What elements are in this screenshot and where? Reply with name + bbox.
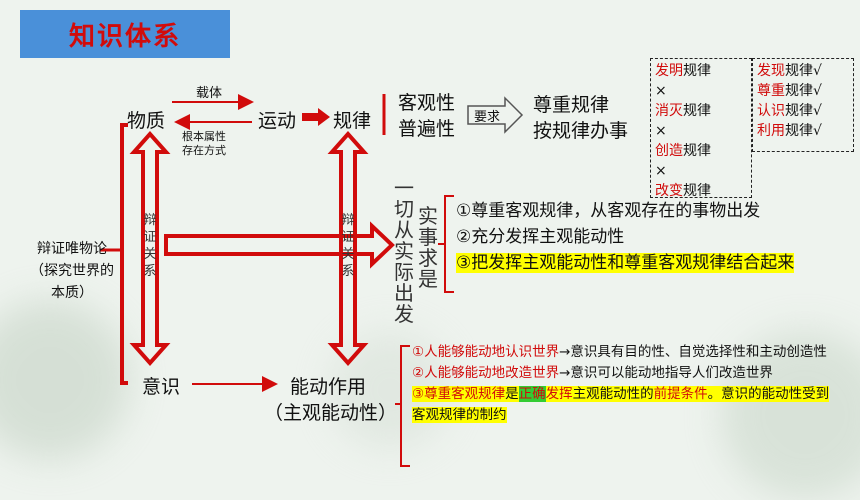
rule-noun: 规律: [683, 63, 711, 79]
rule-row: ×: [655, 121, 747, 141]
label-attribute-2: 存在方式: [182, 144, 226, 157]
rule-row: 消灭规律: [655, 101, 747, 121]
node-motion: 运动: [258, 110, 297, 132]
allowed-rules-box: 发现规律√尊重规律√认识规律√利用规律√: [752, 58, 854, 152]
practice-point: ①尊重客观规律，从客观存在的事物出发: [456, 201, 761, 221]
consciousness-point: ②人能够能动地改造世界→意识可以能动地指导人们改造世界: [412, 363, 837, 384]
point-key: 正确: [518, 386, 546, 402]
rule-noun: 规律√: [785, 103, 822, 119]
rule-row: 利用规律√: [757, 121, 849, 141]
rule-verb: 发现: [757, 63, 785, 79]
rule-row: ×: [655, 161, 747, 181]
node-act-by-law: 按规律办事: [533, 120, 629, 142]
node-consciousness: 意识: [142, 376, 181, 398]
consciousness-point: ①人能够能动地认识世界→意识具有目的性、自觉选择性和主动创造性: [412, 342, 837, 363]
node-matter: 物质: [127, 110, 166, 132]
label-relation-mid: 辩证关系: [341, 213, 355, 279]
point-detail: →意识可以能动地指导人们改造世界: [559, 365, 773, 381]
rule-verb: 尊重: [757, 83, 785, 99]
label-attribute-1: 根本属性: [182, 130, 226, 143]
matter-consciousness-arrow: [129, 130, 171, 367]
point-detail: →意识具有目的性、自觉选择性和主动创造性: [559, 344, 827, 360]
relation-practice-arrow: [164, 221, 395, 269]
dialectic-bracket: [120, 123, 128, 385]
point-key: ③尊重客观规律: [412, 386, 506, 402]
motion-law-arrow: [302, 108, 330, 126]
rule-row: 尊重规律√: [757, 81, 849, 101]
requires-arrow: [467, 96, 524, 134]
rule-noun: 规律: [683, 103, 711, 119]
node-law: 规律: [333, 110, 372, 132]
rule-verb: 改变: [655, 183, 683, 199]
rule-noun: 规律: [683, 183, 711, 199]
point-detail: 主观能动性的: [572, 386, 654, 402]
node-respect-law: 尊重规律: [533, 94, 610, 116]
rule-verb: 认识: [757, 103, 785, 119]
node-universal: 普遍性: [398, 118, 456, 140]
consciousness-points: ①人能够能动地认识世界→意识具有目的性、自觉选择性和主动创造性 ②人能够能动地改…: [412, 342, 837, 426]
diagram-connectors: [100, 94, 524, 467]
rule-row: ×: [655, 81, 747, 101]
point-detail: 是: [505, 386, 519, 402]
consciousness-point: ③尊重客观规律是正确发挥主观能动性的前提条件。意识的能动性受到客观规律的制约: [412, 384, 837, 426]
point-key: 发挥: [545, 386, 573, 402]
background-stain: [720, 330, 860, 500]
rule-row: 创造规律: [655, 141, 747, 161]
node-dialectic-materialism: 辩证唯物论 （探究世界的 本质）: [20, 238, 124, 304]
rule-row: 发现规律√: [757, 61, 849, 81]
point-detail: 。意识的能动性受到客观规律的制约: [412, 386, 830, 423]
rule-noun: ×: [655, 163, 667, 179]
point-key: ②人能够能动地改造世界: [412, 365, 560, 381]
rule-verb: 发明: [655, 63, 683, 79]
rule-row: 发明规律: [655, 61, 747, 81]
point-key: 前提条件: [653, 386, 708, 402]
forbidden-rules-box: 发明规律×消灭规律×创造规律×改变规律: [650, 58, 752, 201]
rule-noun: 规律√: [785, 63, 822, 79]
dialectic-line: 本质）: [51, 285, 93, 301]
page-title: 知识体系: [20, 10, 230, 58]
rule-row: 改变规律: [655, 181, 747, 201]
rule-verb: 消灭: [655, 103, 683, 119]
practice-point: ②充分发挥主观能动性: [456, 227, 625, 247]
rule-row: 认识规律√: [757, 101, 849, 121]
rule-noun: ×: [655, 83, 667, 99]
rule-noun: 规律√: [785, 83, 822, 99]
label-carrier: 载体: [196, 86, 223, 101]
practice-bracket: [444, 195, 454, 293]
label-seek-truth: 实事求是: [418, 204, 438, 291]
rule-noun: 规律√: [785, 123, 822, 139]
background-stain: [0, 300, 130, 460]
dialectic-line: 辩证唯物论: [37, 241, 107, 257]
practice-point: ③把发挥主观能动性和尊重客观规律结合起来: [456, 250, 848, 276]
practice-points: ①尊重客观规律，从客观存在的事物出发 ②充分发挥主观能动性 ③把发挥主观能动性和…: [456, 198, 848, 276]
label-proceed: 一切从实际出发: [394, 176, 414, 326]
rule-verb: 创造: [655, 143, 683, 159]
point-key: ①人能够能动地认识世界: [412, 344, 560, 360]
rule-noun: ×: [655, 123, 667, 139]
node-objective: 客观性: [398, 92, 456, 114]
node-agency: 能动作用: [290, 376, 367, 398]
practice-point-highlight: ③把发挥主观能动性和尊重客观规律结合起来: [456, 253, 795, 273]
label-requires: 要求: [474, 110, 501, 125]
rule-noun: 规律: [683, 143, 711, 159]
law-agency-arrow: [327, 130, 369, 367]
consciousness-bracket: [400, 345, 410, 467]
rule-verb: 利用: [757, 123, 785, 139]
label-relation-left: 辩证关系: [143, 213, 157, 279]
node-agency-sub: （主观能动性）: [264, 402, 398, 424]
dialectic-line: （探究世界的: [30, 263, 114, 279]
